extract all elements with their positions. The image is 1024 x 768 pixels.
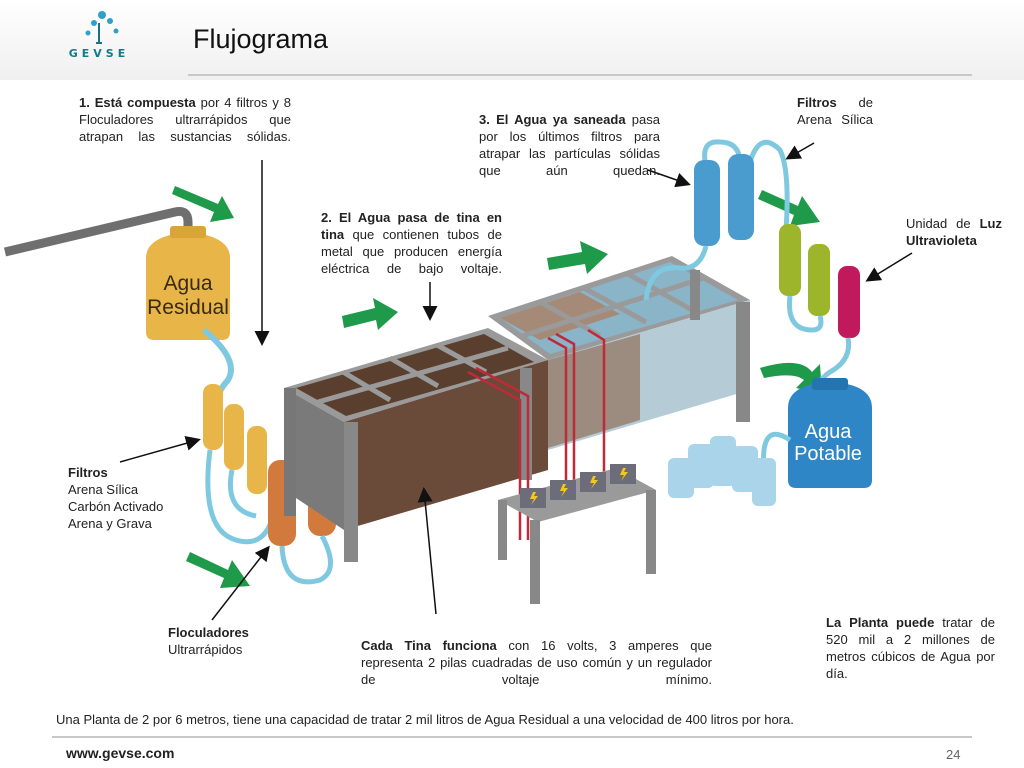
pointer-arrow-icon: [417, 487, 437, 615]
residual-tank: [146, 226, 230, 340]
silica-filters: [643, 139, 790, 301]
header-background: [0, 0, 1024, 80]
inlet-pipe: [3, 207, 193, 257]
footer-divider: [52, 736, 972, 738]
pointer-arrow-icon: [865, 252, 913, 282]
flow-arrow-icon: [172, 186, 234, 222]
logo-text: GEVSE: [68, 47, 130, 60]
sand-filters: [202, 327, 275, 545]
gevse-logo: GEVSE: [58, 9, 140, 67]
potable-tank-label: Agua: [805, 421, 853, 443]
annotation-composition: 1. Está compuesta por 4 filtros y 8 Floc…: [79, 95, 291, 144]
bolt-icon: [560, 484, 568, 497]
potable-tank-label: Potable: [794, 443, 862, 465]
flow-arrow-icon: [186, 552, 250, 588]
annotation-uv: Unidad de Luz Ultravioleta: [906, 216, 1002, 248]
tank-table-1: [284, 328, 548, 562]
logo-drops-icon: [85, 11, 119, 44]
residual-tank-label: Agua: [163, 272, 212, 295]
annotation-cada-tina: Cada Tina funciona con 16 volts, 3 amper…: [361, 638, 712, 687]
flow-arrow-icon: [342, 298, 398, 330]
bolt-icon: [530, 492, 538, 505]
batteries: [520, 464, 636, 508]
annotation-filtros-silica: Filtros de Arena Sílica: [797, 95, 873, 127]
flow-arrow-icon: [547, 241, 608, 274]
water-bottles: [668, 436, 776, 506]
bolt-icon: [590, 476, 598, 489]
page-title: Flujograma: [193, 24, 329, 54]
annotation-saneada: 3. El Agua ya saneada pasa por los últim…: [479, 112, 660, 178]
pointer-arrow-icon: [119, 436, 201, 463]
annotation-filtros: Filtros Arena Sílica Carbón Activado Are…: [68, 465, 164, 531]
bolt-icon: [620, 468, 628, 481]
potable-tank: [761, 378, 872, 488]
residual-tank-label: Residual: [147, 296, 229, 319]
annotation-floculadores: Floculadores Ultrarrápidos: [168, 625, 249, 657]
uv-units: [779, 224, 860, 406]
pointer-arrow-icon: [785, 142, 815, 160]
pointer-arrow-icon: [211, 545, 270, 621]
summary-text: Una Planta de 2 por 6 metros, tiene una …: [56, 712, 794, 727]
header-divider: [188, 74, 972, 76]
footer-url[interactable]: www.gevse.com: [66, 745, 175, 761]
pointer-arrow-icon: [647, 169, 691, 188]
annotation-capacidad: La Planta puede tratar de 520 mil a 2 mi…: [826, 615, 995, 681]
page-number: 24: [946, 747, 961, 762]
annotation-tina: 2. El Agua pasa de tina en tina que cont…: [321, 210, 502, 276]
